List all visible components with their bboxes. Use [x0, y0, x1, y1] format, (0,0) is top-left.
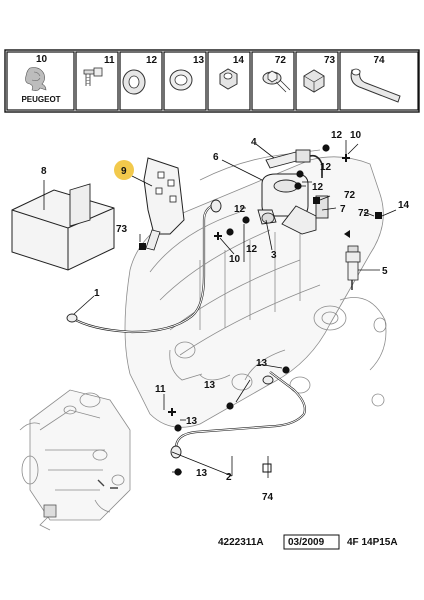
callout-8: 8: [41, 166, 47, 177]
screw-cross-icon: [342, 154, 350, 162]
svg-text:72: 72: [275, 55, 287, 66]
nut-square-icon: [375, 212, 382, 219]
part-9-highlight: [114, 160, 134, 180]
nut-square-icon: [313, 197, 320, 204]
svg-text:74: 74: [373, 55, 385, 66]
footer: 4222311A 03/2009 4F 14P15A: [218, 534, 398, 550]
washer-dot-icon: [294, 182, 302, 190]
svg-text:11: 11: [104, 55, 115, 66]
callout-12-a: 12: [331, 130, 343, 141]
parts-header-strip: 10 PEUGEOT 11 12: [4, 49, 420, 113]
callout-12-c: 12: [312, 182, 324, 193]
peugeot-lion-logo: [25, 67, 47, 91]
washer-13-icon: [169, 69, 193, 91]
screw-11-icon: [83, 67, 103, 86]
header-cell-14: 14: [207, 51, 251, 111]
washer-dot-icon: [174, 424, 182, 432]
part-8-cover-box: [11, 183, 115, 271]
washer-dot-icon: [226, 228, 234, 236]
nut-14-icon: [219, 68, 238, 90]
svg-text:12: 12: [146, 55, 158, 66]
header-cell-13: 13: [163, 51, 207, 111]
intake-manifold-outline: [124, 149, 387, 428]
header-cell-72: 72: [251, 51, 295, 111]
callout-13-b: 13: [204, 380, 216, 391]
callout-73: 73: [116, 224, 128, 235]
callout-72-a: 72: [344, 190, 356, 201]
injection-pump-outline: [19, 389, 131, 531]
svg-text:73: 73: [324, 55, 336, 66]
part-9-bracket: [143, 157, 185, 251]
callout-13-d: 13: [196, 468, 208, 479]
screw-cross-icon: [214, 232, 222, 240]
part-5-glow-plug: [345, 245, 361, 290]
clip-marker-icon: [262, 463, 272, 473]
callout-9: 9: [121, 166, 127, 177]
callout-10-top: 10: [350, 130, 362, 141]
header-cell-73: 73: [295, 51, 339, 111]
brand-plate: [12, 94, 70, 104]
callout-2: 2: [226, 472, 232, 483]
marker-triangle-icon: [344, 230, 350, 238]
callout-12-b: 12: [320, 162, 332, 173]
callout-labels: 8 9 1 2 3 4 5 6 7 10 10 11 12 12 12 12 1…: [41, 130, 410, 503]
washer-dot-icon: [322, 144, 330, 152]
svg-text:13: 13: [193, 55, 205, 66]
callout-74: 74: [262, 492, 274, 503]
footer-date-box: [283, 534, 340, 550]
svg-text:14: 14: [233, 55, 245, 66]
callout-11: 11: [155, 384, 166, 395]
callout-7: 7: [340, 204, 346, 215]
footer-date: 03/2009: [288, 537, 325, 548]
pipe-2: [170, 371, 306, 459]
callout-10-mid: 10: [229, 254, 241, 265]
callout-6: 6: [213, 152, 219, 163]
callout-12-d: 12: [234, 204, 246, 215]
washer-dot-icon: [296, 170, 304, 178]
header-cell-11: 11: [75, 51, 119, 111]
brand-name: PEUGEOT: [21, 95, 60, 104]
callout-14: 14: [398, 200, 410, 211]
callout-1: 1: [94, 288, 100, 299]
washer-12-icon: [122, 69, 146, 95]
callout-4: 4: [251, 137, 257, 148]
nut-73-icon: [303, 69, 325, 93]
washer-dot-icon: [282, 366, 290, 374]
nut-square-icon: [139, 243, 146, 250]
pipe-clip-74-icon: [350, 68, 401, 103]
callout-13-c: 13: [186, 416, 198, 427]
footer-code: 4F 14P15A: [347, 537, 398, 548]
header-cell-74: 74: [339, 51, 419, 111]
callout-3: 3: [271, 250, 277, 261]
callout-5: 5: [382, 266, 388, 277]
callout-12-e: 12: [246, 244, 258, 255]
callout-13-a: 13: [256, 358, 268, 369]
washer-dot-icon: [242, 216, 250, 224]
pipe-1: [66, 199, 222, 334]
washer-dot-icon: [226, 402, 234, 410]
header-cell-12: 12: [119, 51, 163, 111]
top-left-number: 10: [36, 54, 48, 65]
callout-72-b: 72: [358, 208, 370, 219]
screw-cross-icon: [168, 408, 176, 416]
footer-ref: 4222311A: [218, 537, 264, 548]
flange-bolt-72-icon: [262, 70, 291, 93]
part-4-sensor: [265, 149, 323, 178]
part-3-union: [257, 209, 277, 225]
leader-lines: [43, 140, 397, 478]
